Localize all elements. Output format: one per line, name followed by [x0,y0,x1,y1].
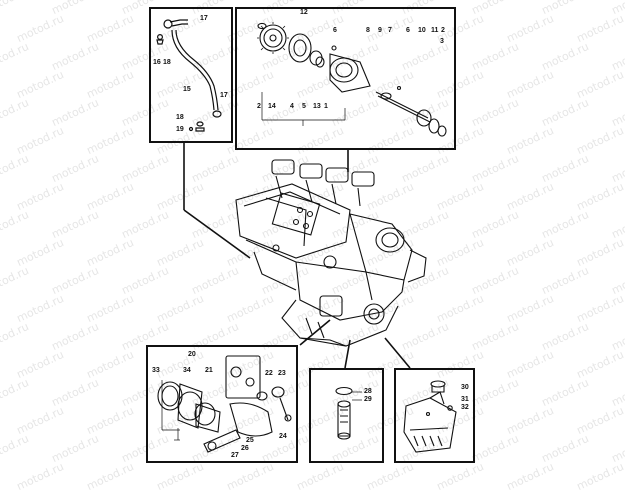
callout-number: 2 [441,27,445,34]
callout-number: 16 [153,59,161,66]
callout-number: 23 [278,370,286,377]
callout-number: 6 [406,27,410,34]
callout-number: 2 [257,103,261,110]
panel-oil-pipe [149,7,233,143]
callout-number: 7 [388,27,392,34]
panel-oil-filter [146,345,298,463]
callout-number: 31 [461,396,469,403]
callout-number: 8 [366,27,370,34]
callout-number: 12 [300,9,308,16]
callout-number: 4 [290,103,294,110]
callout-number: 18 [163,59,171,66]
callout-number: 13 [313,103,321,110]
callout-number: 19 [176,126,184,133]
callout-number: 20 [188,351,196,358]
panel-oil-pan [394,368,475,463]
callout-number: 1 [324,103,328,110]
engine-drawing [235,159,427,347]
leader-lines [183,143,411,369]
callout-number: 14 [268,103,276,110]
callout-number: 33 [152,367,160,374]
callout-number: 6 [333,27,337,34]
callout-number: 29 [364,396,372,403]
callout-number: 3 [440,38,444,45]
callout-number: 5 [302,103,306,110]
callout-number: 34 [183,367,191,374]
callout-number: 26 [241,445,249,452]
oil-pipe-drawing [156,19,222,132]
callout-number: 28 [364,388,372,395]
callout-number: 17 [200,15,208,22]
callout-number: 22 [265,370,273,377]
oil-pump-drawing [257,22,447,137]
callout-number: 32 [461,404,469,411]
panel-oil-plug [309,368,384,463]
callout-number: 9 [378,27,382,34]
callout-number: 15 [183,86,191,93]
callout-number: 11 [431,27,439,34]
callout-number: 21 [205,367,213,374]
callout-number: 27 [231,452,239,459]
callout-number: 25 [246,437,254,444]
callout-number: 10 [418,27,426,34]
oil-filter-drawing [157,355,292,453]
callout-number: 24 [279,433,287,440]
oil-pan-drawing [403,380,457,453]
oil-plug-drawing [335,386,362,440]
callout-number: 30 [461,384,469,391]
callout-number: 18 [176,114,184,121]
panel-oil-pump [235,7,456,150]
callout-number: 17 [220,92,228,99]
